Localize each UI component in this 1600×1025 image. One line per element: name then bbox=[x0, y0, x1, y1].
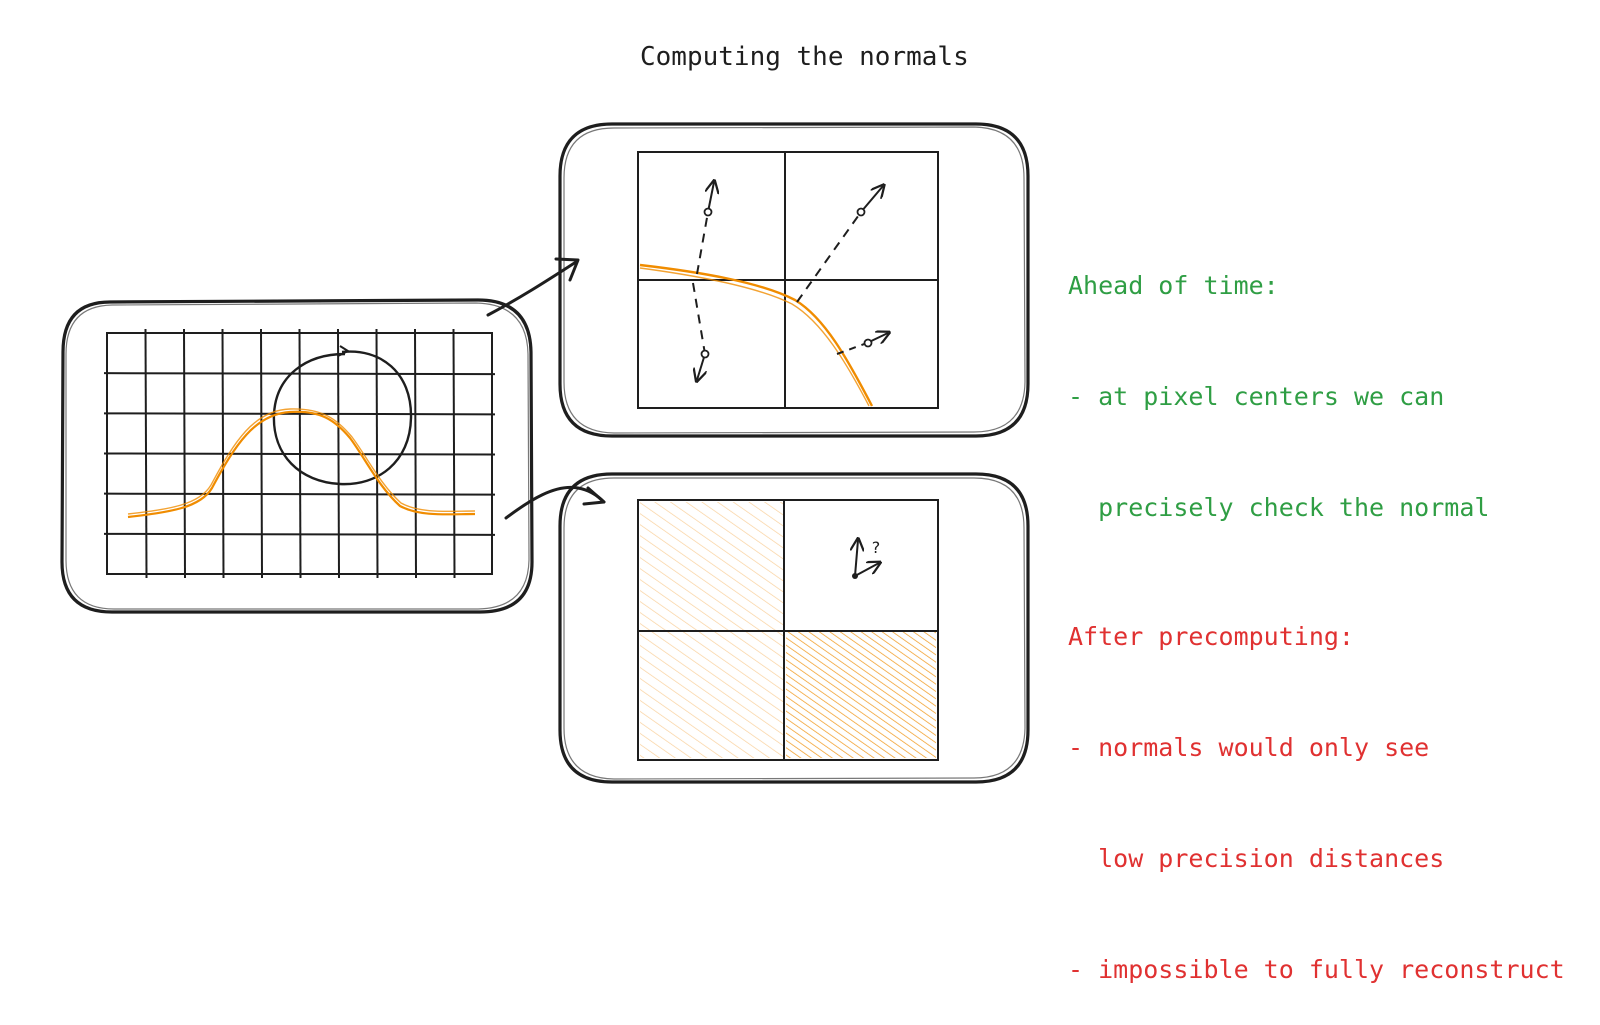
normal-arrow-bottom-left bbox=[692, 282, 710, 380]
note-after-precomputing: After precomputing: - normals would only… bbox=[1068, 544, 1565, 1025]
arrow-to-top-panel bbox=[486, 260, 578, 317]
unknown-marker: ? bbox=[871, 538, 881, 557]
note-after-line: - impossible to fully reconstruct bbox=[1068, 955, 1565, 984]
overview-lens-circle bbox=[272, 350, 413, 486]
overview-frame bbox=[60, 298, 534, 614]
normal-arrow-top-left bbox=[696, 182, 714, 275]
note-after-line: - normals would only see bbox=[1068, 733, 1430, 762]
zoom-top-curve bbox=[639, 263, 874, 407]
overview-panel bbox=[60, 298, 534, 614]
overview-lens-arrow-icon bbox=[337, 345, 351, 357]
diagram-canvas: ? bbox=[60, 122, 1030, 784]
overview-curve bbox=[127, 410, 476, 519]
overview-grid-row-line bbox=[103, 412, 496, 416]
note-after-line: low precision distances bbox=[1068, 844, 1445, 873]
zoom-panel-top bbox=[558, 122, 1030, 438]
diagram-title: Computing the normals bbox=[640, 42, 969, 72]
zoom-panel-bottom: ? bbox=[558, 472, 1030, 784]
normal-arrow-top-right bbox=[796, 186, 883, 303]
normal-arrow-bottom-right bbox=[836, 333, 888, 355]
note-ahead-line: - at pixel centers we can bbox=[1068, 382, 1445, 411]
overview-grid-row-line bbox=[103, 532, 496, 536]
overview-pixel-grid bbox=[103, 328, 496, 579]
hatched-cell-bottom-right bbox=[786, 632, 936, 758]
overview-grid-row-line bbox=[103, 492, 496, 496]
hatched-cell-bottom-left bbox=[640, 632, 783, 758]
uncertain-normal-icon: ? bbox=[852, 538, 881, 579]
arrow-to-top-panel-head bbox=[554, 257, 580, 282]
overview-grid-row-line bbox=[103, 452, 496, 456]
note-ahead-of-time: Ahead of time: - at pixel centers we can… bbox=[1068, 193, 1489, 563]
overview-grid-row-line bbox=[103, 372, 496, 376]
hatched-cell-top-left bbox=[640, 502, 783, 630]
zoom-panel-top-frame bbox=[558, 122, 1030, 438]
note-ahead-line: precisely check the normal bbox=[1068, 493, 1490, 522]
note-ahead-heading: Ahead of time: bbox=[1068, 271, 1279, 300]
note-after-heading: After precomputing: bbox=[1068, 622, 1354, 651]
arrow-to-bottom-panel-head bbox=[582, 486, 606, 506]
zoom-panel-bottom-frame bbox=[558, 472, 1030, 784]
